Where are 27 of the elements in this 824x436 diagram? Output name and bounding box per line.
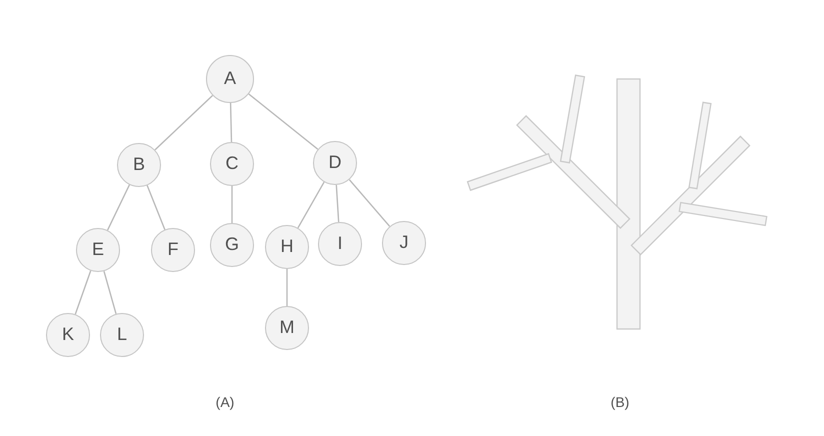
connector-line (154, 95, 213, 150)
connector-line (286, 269, 288, 306)
connector-line (103, 271, 117, 314)
tree-node-circle: E (76, 228, 120, 272)
connector-line (231, 186, 233, 223)
tree-node-circle: G (210, 223, 254, 267)
connector-line (106, 184, 130, 230)
connector-line (230, 102, 232, 142)
connector-line (146, 185, 166, 230)
connector-line (297, 182, 325, 228)
connector-line (348, 179, 390, 227)
tree-node-circle: F (151, 228, 195, 272)
tree-node-circle: K (46, 313, 90, 357)
connector-line (248, 93, 318, 150)
tree-node-circle: D (313, 141, 357, 185)
tree-node-circle: A (206, 55, 254, 103)
tree-node-circle: L (100, 313, 144, 357)
tree-node-circle: B (117, 143, 161, 187)
tree-node-circle: M (265, 306, 309, 350)
tree-node-circle: H (265, 225, 309, 269)
tree-node-circle: I (318, 222, 362, 266)
tree-node-circle: C (210, 142, 254, 186)
connector-line (336, 184, 340, 222)
panel-label: (A) (216, 394, 234, 410)
connector-line (74, 270, 92, 314)
tree-node-circle: J (382, 221, 426, 265)
panel-label: (B) (610, 394, 630, 410)
